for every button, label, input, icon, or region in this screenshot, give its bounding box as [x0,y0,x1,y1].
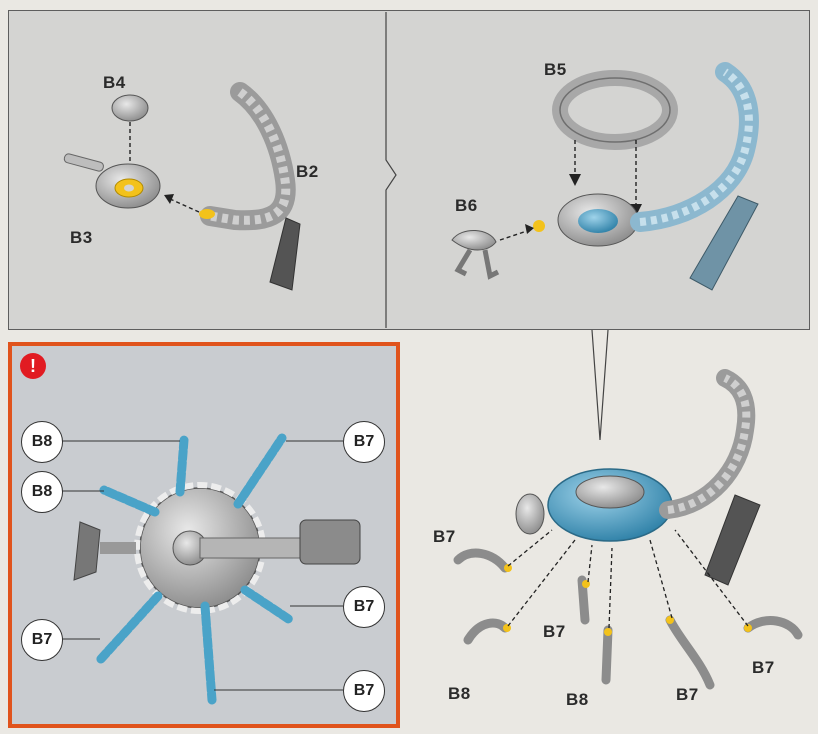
assembled-model [516,378,760,585]
label-b6: B6 [455,196,478,216]
assembly-arrows [508,530,748,628]
label-b8-bottom-mid: B8 [566,690,589,710]
label-b5: B5 [544,60,567,80]
label-b8-bottom-left: B8 [448,684,471,704]
label-b7-right: B7 [752,658,775,678]
label-b3: B3 [70,228,93,248]
step-divider [386,12,396,328]
assembled-base [533,194,638,246]
step-pointer [592,330,608,440]
callout-b8-mid: B8 [21,471,63,513]
blue-arm [640,72,758,290]
part-b6 [452,230,498,276]
callout-b7-bottom: B7 [343,670,385,712]
part-b4 [112,95,148,121]
part-b3 [63,153,160,208]
callout-b7-top: B7 [343,421,385,463]
label-b2: B2 [296,162,319,182]
callout-b7-left: B7 [21,619,63,661]
label-b4: B4 [103,73,126,93]
label-b7-left: B7 [433,527,456,547]
label-b7-bottom: B7 [676,685,699,705]
callout-b8-top: B8 [21,421,63,463]
callout-b7-right: B7 [343,586,385,628]
label-b7-mid: B7 [543,622,566,642]
part-b5 [560,78,670,142]
part-b2 [199,92,300,290]
top-view-model [74,438,360,700]
loose-legs [458,553,798,685]
